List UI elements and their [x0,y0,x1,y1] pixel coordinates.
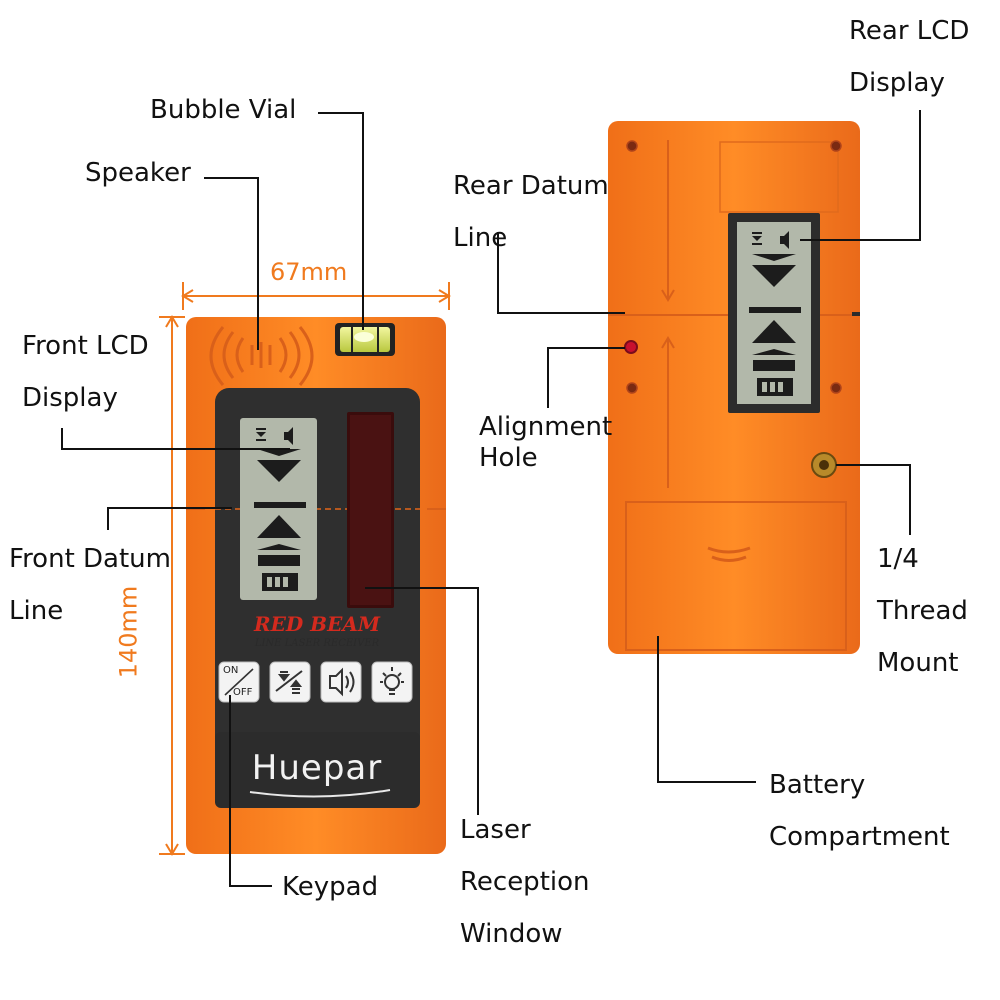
bubble-vial [335,323,395,356]
thread-mount [811,452,837,478]
battery-compartment [625,501,847,651]
leader-lines [61,110,921,887]
brand-plate [215,732,420,808]
label-bubble-vial: Bubble Vial [150,95,297,125]
key-accuracy[interactable] [270,662,310,702]
on-off-icon [224,668,254,696]
volume-icon [329,667,355,697]
front-lcd [240,418,317,600]
front-receiver [186,317,446,854]
off-label: OFF [233,687,253,698]
brand-logo: Huepar [251,748,383,788]
on-label: ON [223,665,239,676]
label-keypad: Keypad [282,872,379,902]
rear-lcd [728,213,820,413]
backlight-icon [380,667,404,695]
width-dimension-label: 67mm [270,258,348,286]
model-name: RED BEAM [254,612,380,636]
rear-receiver [608,121,860,654]
speaker-grille [209,326,314,386]
key-backlight[interactable] [372,662,412,702]
key-on-off[interactable]: ON OFF [219,662,259,702]
label-speaker: Speaker [85,158,191,188]
keypad [218,661,413,703]
accuracy-icon [275,670,303,694]
dimension-lines [159,282,451,856]
model-subtitle: LINE LASER RECEIVER [254,638,380,649]
alignment-hole [624,340,638,354]
key-volume[interactable] [321,662,361,702]
